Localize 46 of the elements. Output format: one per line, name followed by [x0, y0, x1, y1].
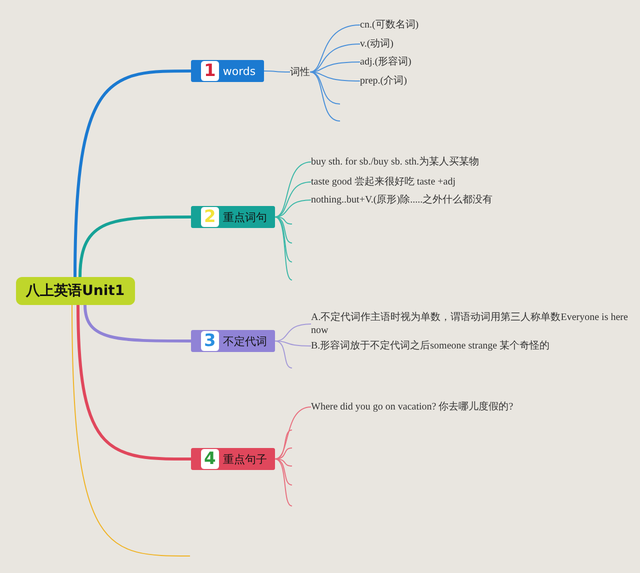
connector [310, 72, 360, 82]
connector [263, 70, 290, 72]
leaf-text: taste good 尝起来很好吃 taste +adj [311, 176, 456, 188]
leaf-text: adj.(形容词) [360, 56, 412, 68]
subtopic-label: 词性 [290, 65, 310, 79]
connector [274, 458, 292, 506]
topic-number: 4 [201, 449, 219, 469]
leaf-text: buy sth. for sb./buy sb. sth.为某人买某物 [311, 156, 480, 168]
connector [274, 458, 292, 486]
leaf-text: cn.(可数名词) [360, 18, 419, 32]
connector [274, 430, 292, 460]
topic-number: 1 [201, 61, 219, 81]
topic-label: 不定代词 [222, 334, 267, 348]
central-topic: 八上英语Unit1 [16, 277, 135, 305]
connector [310, 44, 360, 72]
connector [310, 24, 360, 72]
leaf-text: B.形容词放于不定代词之后someone strange 某个奇怪的 [311, 340, 550, 352]
connector [274, 458, 292, 466]
branch-topic [191, 330, 275, 352]
connector [310, 72, 340, 122]
connector [274, 182, 312, 218]
leaf-text: A.不定代词作主语时视为单数，谓语动词用第三人称单数Everyone is here now [311, 311, 633, 337]
topic-number: 2 [201, 207, 219, 227]
branch-topic [191, 60, 264, 82]
connector [76, 304, 191, 460]
leaf-text: prep.(介词) [360, 74, 407, 88]
connector [274, 340, 292, 368]
connector [274, 406, 312, 460]
leaf-text: v.(动词) [360, 38, 394, 50]
leaf-text: nothing..but+V.(原形)除.....之外什么都没有 [311, 194, 493, 206]
connector [274, 162, 312, 218]
connector [78, 216, 191, 278]
connector [74, 70, 192, 278]
connector [274, 216, 292, 224]
branch-topic [191, 448, 275, 470]
connector [274, 216, 292, 280]
connector [72, 304, 190, 556]
leaf-text: Where did you go on vacation? 你去哪儿度假的? [311, 400, 514, 414]
topic-label: 重点词句 [222, 210, 267, 224]
connector [84, 304, 191, 342]
topic-number: 3 [201, 331, 219, 351]
connector [274, 216, 292, 244]
connector [274, 340, 312, 346]
topic-label: 重点句子 [222, 452, 267, 466]
topic-label: words [222, 64, 256, 78]
branch-topic [191, 206, 275, 228]
